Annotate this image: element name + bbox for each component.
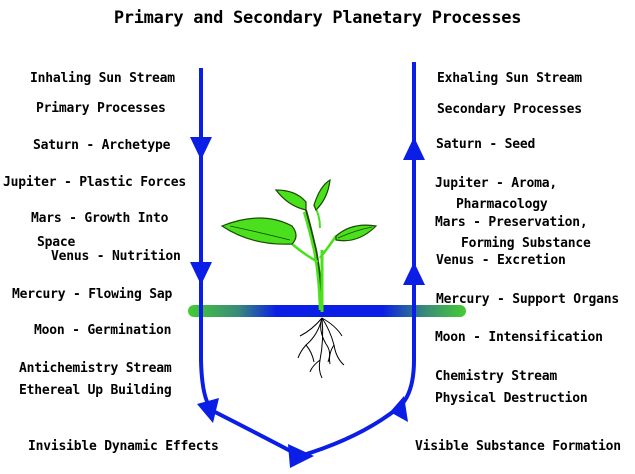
right-mars-label-cont: Forming Substance [461,236,591,251]
right-chem-label: Chemistry Stream [435,369,558,384]
left-mars-label: Mars - Growth Into [31,211,169,226]
right-stream-label: Exhaling Sun Stream [437,71,582,86]
left-ethereal-label: Ethereal Up Building [19,383,172,398]
right-jupiter-label: Jupiter - Aroma, [435,176,558,191]
right-arrow-icon [288,444,314,468]
right-saturn-label: Saturn - Seed [436,137,536,152]
left-processes-label: Primary Processes [36,101,166,116]
left-antichem-label: Antichemistry Stream [19,361,172,376]
left-saturn-label: Saturn - Archetype [33,138,171,153]
right-venus-label: Venus - Excretion [436,253,566,268]
roots-icon [297,317,345,379]
right-moon-label: Moon - Intensification [435,330,603,345]
left-mars-label-cont: Space [37,235,76,250]
down-arrow-icon [197,398,219,423]
left-moon-label: Moon - Germination [34,323,172,338]
right-processes-label: Secondary Processes [437,102,582,117]
right-mars-label: Mars - Preservation, [435,215,588,230]
page-title: Primary and Secondary Planetary Processe… [113,8,522,28]
left-mercury-label: Mercury - Flowing Sap [12,287,173,302]
right-physical-label: Physical Destruction [435,391,588,406]
right-formation-label: Visible Substance Formation [415,439,621,454]
up-arrow-icon [403,137,425,160]
up-arrow-icon [403,262,425,285]
plant-icon [220,178,378,379]
left-stream-label: Inhaling Sun Stream [30,71,175,86]
right-jupiter-label-cont: Pharmacology [456,197,548,212]
down-arrow-icon [190,137,212,160]
down-arrow-icon [190,262,212,285]
left-effects-label: Invisible Dynamic Effects [28,439,219,454]
up-arrow-icon [390,396,408,422]
left-venus-label: Venus - Nutrition [51,249,181,264]
right-mercury-label: Mercury - Support Organs [436,292,620,307]
ground-band [188,305,466,317]
stream-path [199,62,416,458]
left-jupiter-label: Jupiter - Plastic Forces [3,175,187,190]
